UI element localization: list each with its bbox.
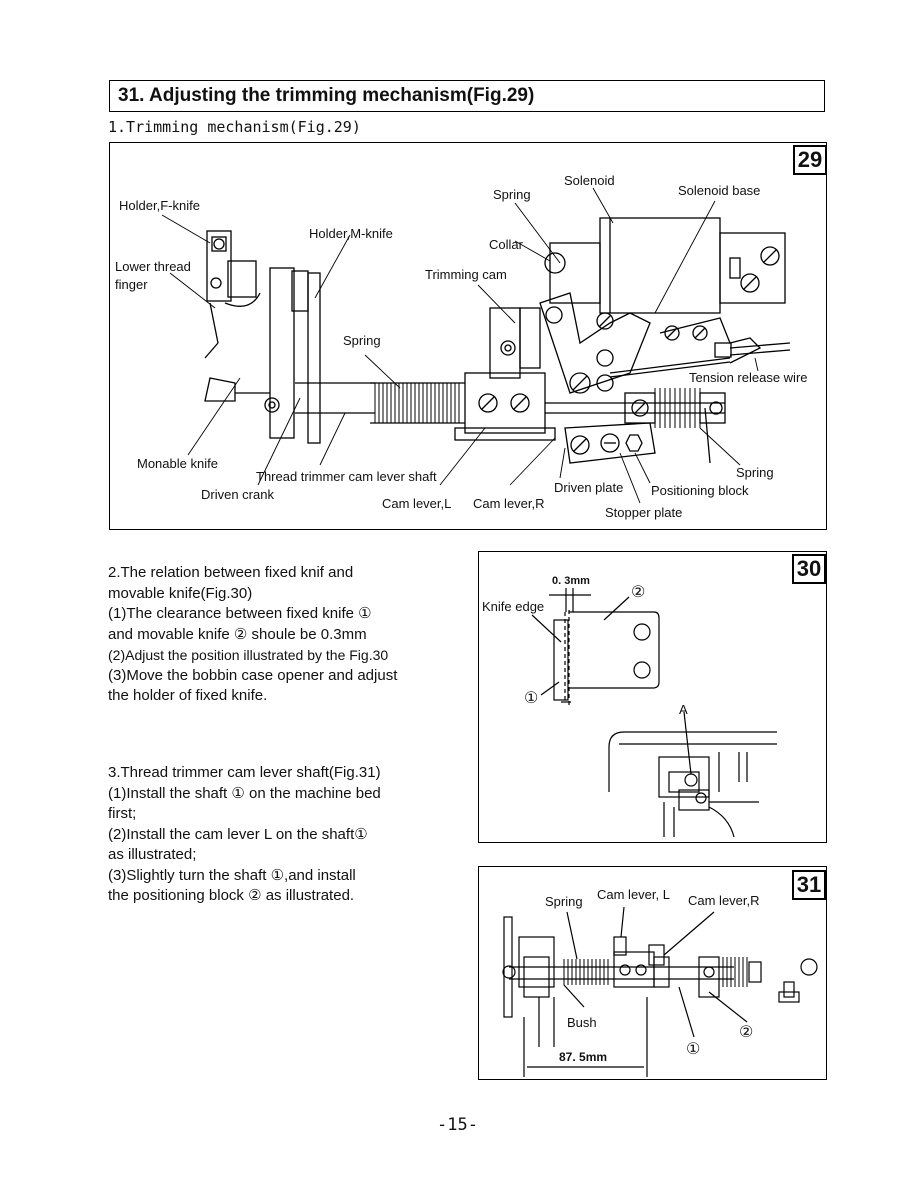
label-tension-release-wire: Tension release wire	[689, 370, 808, 385]
label-dimension-03: 0. 3mm	[552, 575, 590, 587]
label-cam-lever-shaft: Thread trimmer cam lever shaft	[256, 469, 437, 484]
figure-30: 30 0. 3mm Knife edge ② ① A	[478, 551, 827, 843]
label-trimming-cam: Trimming cam	[425, 267, 507, 282]
label-driven-crank: Driven crank	[201, 487, 274, 502]
figure-31-drawing	[502, 906, 818, 1077]
sub-heading: 1.Trimming mechanism(Fig.29)	[108, 118, 361, 136]
relation-line-7: the holder of fixed knife.	[108, 687, 268, 704]
marker-f31-2: ②	[739, 1024, 754, 1041]
label-spring-mid: Spring	[343, 333, 381, 348]
label-f31-spring: Spring	[545, 894, 583, 909]
label-finger: finger	[115, 277, 148, 292]
label-f31-cam-lever-r: Cam lever,R	[688, 893, 760, 908]
shaft-line-5: as illustrated;	[108, 846, 197, 863]
label-knife-edge: Knife edge	[482, 599, 545, 614]
label-f31-dimension: 87. 5mm	[559, 1050, 608, 1064]
figure-31: 31 Spring Cam lever, L Cam lever,R Bush …	[478, 866, 827, 1080]
relation-line-3: (1)The clearance between fixed knife ①	[108, 605, 372, 622]
label-spring-top: Spring	[493, 187, 531, 202]
shaft-line-3: first;	[108, 805, 137, 822]
marker-f31-1: ①	[686, 1041, 701, 1058]
label-solenoid-base: Solenoid base	[678, 183, 761, 198]
relation-line-2: movable knife(Fig.30)	[108, 584, 253, 602]
shaft-line-7: the positioning block ② as illustrated.	[108, 887, 355, 904]
section-title: 31. Adjusting the trimming mechanism(Fig…	[109, 80, 825, 112]
figure-30-drawing	[531, 588, 777, 838]
relation-line-4: and movable knife ② shoule be 0.3mm	[108, 625, 367, 643]
figure-29: 29 Solenoid Spring Solenoid base Holder,…	[109, 142, 827, 530]
marker-1: ①	[524, 690, 539, 707]
label-lower-thread: Lower thread	[115, 259, 191, 274]
marker-2: ②	[631, 584, 646, 601]
shaft-text: 3.Thread trimmer cam lever shaft(Fig.31)…	[108, 763, 448, 907]
label-monable-knife: Monable knife	[137, 456, 218, 471]
shaft-line-2: (1)Install the shaft ① on the machine be…	[108, 784, 381, 802]
relation-text: 2.The relation between fixed knif and mo…	[108, 563, 448, 707]
label-f31-cam-lever-l: Cam lever, L	[597, 887, 670, 902]
label-cam-lever-l: Cam lever,L	[382, 496, 452, 511]
relation-line-6: (3)Move the bobbin case opener and adjus…	[108, 666, 398, 684]
label-stopper-plate: Stopper plate	[605, 505, 683, 520]
marker-a: A	[679, 702, 688, 717]
figure-29-number: 29	[793, 145, 827, 175]
label-driven-plate: Driven plate	[554, 480, 624, 495]
shaft-line-4: (2)Install the cam lever L on the shaft①	[108, 825, 368, 843]
figure-30-number: 30	[792, 554, 826, 584]
label-positioning-block: Positioning block	[651, 483, 749, 498]
label-f31-bush: Bush	[567, 1015, 597, 1030]
label-spring-right: Spring	[736, 465, 774, 480]
figure-29-drawing	[161, 187, 791, 504]
shaft-line-6: (3)Slightly turn the shaft ①,and install	[108, 866, 356, 884]
relation-line-1: 2.The relation between fixed knif and	[108, 564, 354, 581]
label-solenoid: Solenoid	[564, 173, 615, 188]
page-number: -15-	[437, 1115, 478, 1135]
label-collar: Collar	[489, 237, 523, 252]
label-holder-f-knife: Holder,F-knife	[119, 198, 200, 213]
label-cam-lever-r: Cam lever,R	[473, 496, 545, 511]
figure-31-number: 31	[792, 870, 826, 900]
label-holder-m-knife: Holder,M-knife	[309, 226, 393, 241]
shaft-line-1: 3.Thread trimmer cam lever shaft(Fig.31)	[108, 764, 381, 781]
relation-line-5: (2)Adjust the position illustrated by th…	[108, 647, 389, 663]
